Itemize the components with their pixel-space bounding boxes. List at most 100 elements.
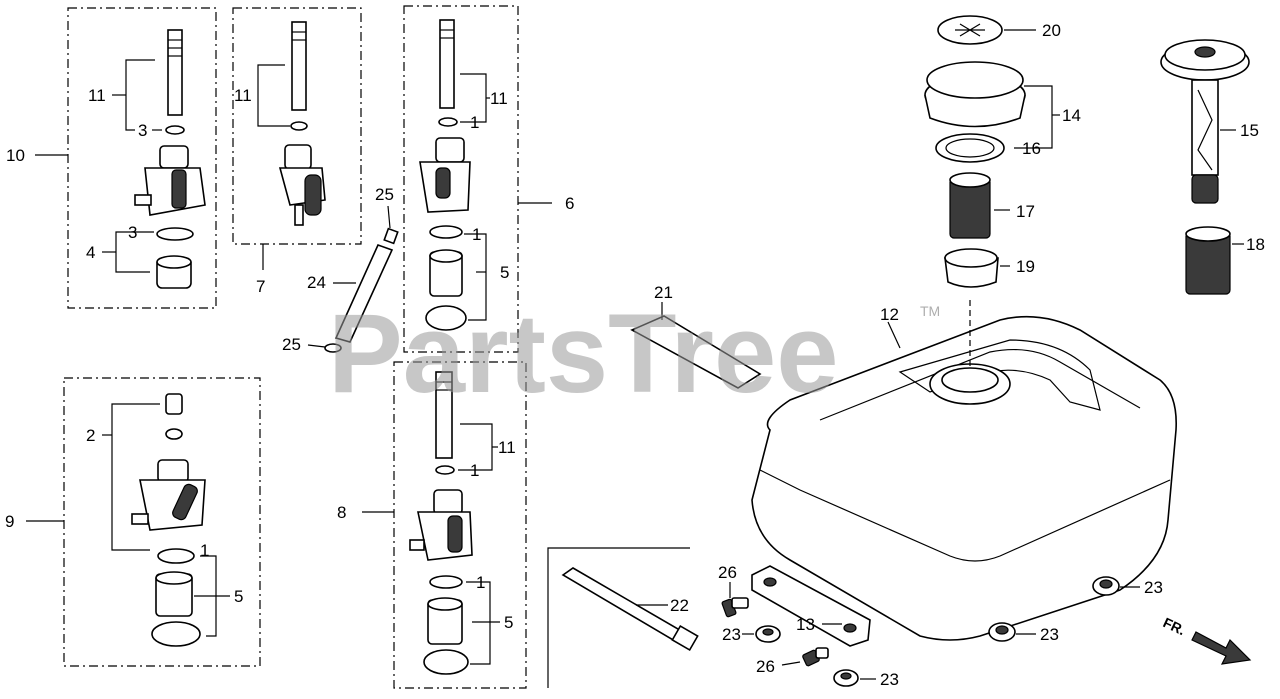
callout-19: 19: [1016, 257, 1035, 276]
callout-1b: 1: [476, 573, 485, 592]
valve-lever: [435, 167, 451, 199]
callout-16: 16: [1022, 139, 1041, 158]
valve-body: [159, 145, 189, 169]
valve-body: [435, 137, 465, 163]
fuel-line-assembly: 25 24 25: [282, 185, 399, 354]
callout-5: 5: [500, 263, 509, 282]
valve-lever: [172, 483, 198, 521]
group-9-fuel-valve: 2 9 1 5: [5, 377, 261, 667]
valve-outlet: [134, 194, 152, 206]
callout-18: 18: [1246, 235, 1265, 254]
callout-10: 10: [6, 146, 25, 165]
fuel-tank: 12 13: [751, 300, 1177, 647]
callout-20: 20: [1042, 21, 1061, 40]
tank-body: [751, 315, 1177, 641]
fuel-gauge-group: 15 18: [1160, 39, 1265, 295]
gasket: [429, 575, 463, 589]
callout-23b: 23: [880, 670, 899, 689]
o-ring: [290, 121, 308, 131]
callout-1: 1: [470, 113, 479, 132]
valve-outlet: [294, 204, 304, 226]
callout-8: 8: [337, 503, 346, 522]
callout-21: 21: [654, 283, 673, 302]
callout-1b: 1: [472, 225, 481, 244]
callout-3: 3: [138, 121, 147, 140]
callout-2: 2: [86, 426, 95, 445]
rod-end: [671, 624, 699, 652]
tank-bracket: [751, 565, 871, 647]
valve-body: [433, 489, 463, 515]
cup-nut: [151, 621, 201, 647]
callout-23: 23: [722, 625, 741, 644]
strainer-tube: [435, 371, 453, 459]
cup-nut: [425, 305, 467, 331]
group-10-fuel-valve: 10 11 3 4 3: [6, 7, 217, 309]
callout-5: 5: [234, 587, 243, 606]
valve-outlet: [409, 539, 425, 551]
group-8-box: [393, 361, 527, 689]
callout-22: 22: [670, 596, 689, 615]
group-7-box: [232, 7, 362, 245]
group-10-box: [67, 7, 217, 309]
group-6-box: [403, 5, 519, 353]
strainer-tube: [167, 29, 183, 116]
callout-25: 25: [375, 185, 394, 204]
callout-1: 1: [200, 541, 209, 560]
hose-clip: [383, 227, 399, 245]
strainer-tube: [439, 19, 455, 109]
callout-26b: 26: [756, 657, 775, 676]
front-arrow-icon: [1191, 631, 1252, 665]
callout-6: 6: [565, 194, 574, 213]
valve-body: [284, 144, 312, 170]
fasteners: 26 23 26 23 23 23: [718, 563, 1163, 689]
cushion-strip: 21: [630, 283, 762, 389]
washer: [165, 428, 183, 440]
strainer-tube: [291, 21, 307, 111]
hose-clip: [324, 343, 342, 353]
tank-cushion: [630, 315, 762, 389]
callout-25b: 25: [282, 335, 301, 354]
cap-gasket: [935, 133, 1005, 163]
callout-23c: 23: [1040, 625, 1059, 644]
callout-11: 11: [498, 438, 516, 457]
callout-5: 5: [504, 613, 513, 632]
rod-box-frame: [547, 547, 690, 688]
watermark-text: PartsTree: [328, 291, 839, 416]
valve-outlet: [131, 513, 149, 525]
tank-rod: 22: [547, 547, 699, 688]
gasket: [429, 225, 463, 239]
group-7-fuel-valve: 11 7: [232, 7, 362, 296]
o-ring: [435, 465, 455, 475]
callout-7: 7: [256, 277, 265, 296]
front-label: FR.: [1161, 614, 1188, 638]
callout-17: 17: [1016, 202, 1035, 221]
valve-lever: [447, 515, 463, 553]
callout-23d: 23: [1144, 578, 1163, 597]
callout-3b: 3: [128, 223, 137, 242]
callout-11: 11: [490, 89, 508, 108]
callout-24: 24: [307, 273, 326, 292]
o-ring: [165, 125, 185, 135]
valve-housing: [417, 511, 473, 561]
callout-15: 15: [1240, 121, 1259, 140]
gasket: [157, 548, 195, 564]
callout-13: 13: [796, 615, 815, 634]
callout-12: 12: [880, 305, 899, 324]
front-direction-indicator: FR.: [1161, 614, 1252, 665]
callout-11: 11: [88, 86, 106, 105]
valve-lever: [304, 174, 322, 216]
callout-14: 14: [1062, 106, 1081, 125]
group-8-fuel-valve: 11 1 8 1 5: [337, 361, 527, 689]
callout-11: 11: [234, 86, 252, 105]
callout-1: 1: [470, 461, 479, 480]
fuel-cap-stack: 20 14 16 17 19: [924, 15, 1081, 288]
callout-4: 4: [86, 243, 95, 262]
group-9-box: [63, 377, 261, 667]
callout-26: 26: [718, 563, 737, 582]
valve-lever: [171, 169, 187, 209]
cup-nut: [423, 649, 469, 675]
callout-9: 9: [5, 512, 14, 531]
group-6-fuel-valve: 11 1 1 5 6: [403, 5, 574, 353]
o-ring: [438, 117, 458, 127]
